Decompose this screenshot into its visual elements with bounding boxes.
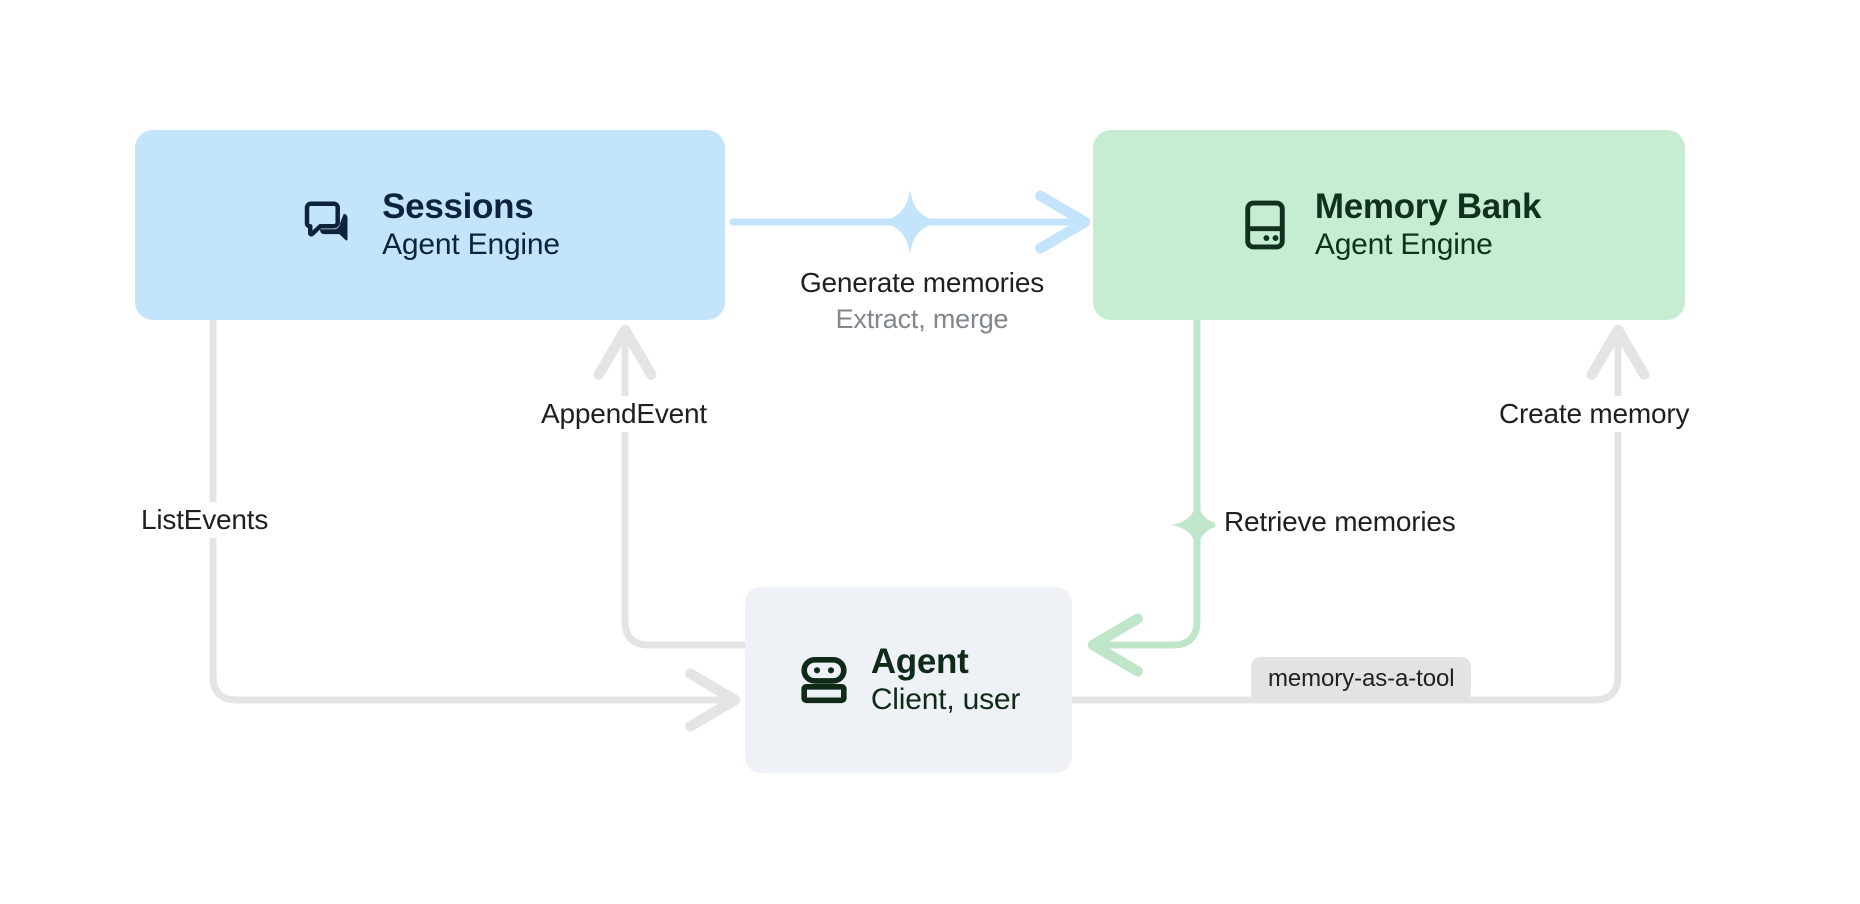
edge-sublabel-generate-memories: Extract, merge [762,302,1082,337]
node-memory-bank-title: Memory Bank [1314,187,1542,227]
edge-append-event [593,324,749,649]
node-memory-bank-subtitle: Agent Engine [1314,228,1493,262]
edge-retrieve-memories [1087,316,1201,677]
chat-bubbles-icon [300,196,358,254]
edge-label-append-event: AppendEvent [532,396,716,432]
edge-label-retrieve-memories: Retrieve memories [1215,504,1465,540]
node-sessions[interactable]: Sessions Agent Engine [135,130,725,320]
sparkle-icon [878,190,942,254]
node-sessions-title: Sessions [382,187,534,227]
edge-label-generate-memories: Generate memories [762,265,1082,301]
node-agent-subtitle: Client, user [870,683,1021,717]
node-sessions-subtitle: Agent Engine [382,228,560,262]
robot-icon [797,653,851,707]
edge-label-create-memory: Create memory [1490,396,1699,432]
sparkle-icon [1171,499,1223,551]
node-memory-bank[interactable]: Memory Bank Agent Engine [1093,130,1685,320]
database-storage-icon [1237,197,1293,253]
node-agent[interactable]: Agent Client, user [745,587,1072,773]
edge-label-memory-as-a-tool: memory-as-a-tool [1251,657,1472,702]
node-agent-title: Agent [870,642,969,682]
edge-label-list-events: ListEvents [132,502,278,538]
edge-list-events [209,316,741,732]
edge-create-memory [1068,324,1650,704]
